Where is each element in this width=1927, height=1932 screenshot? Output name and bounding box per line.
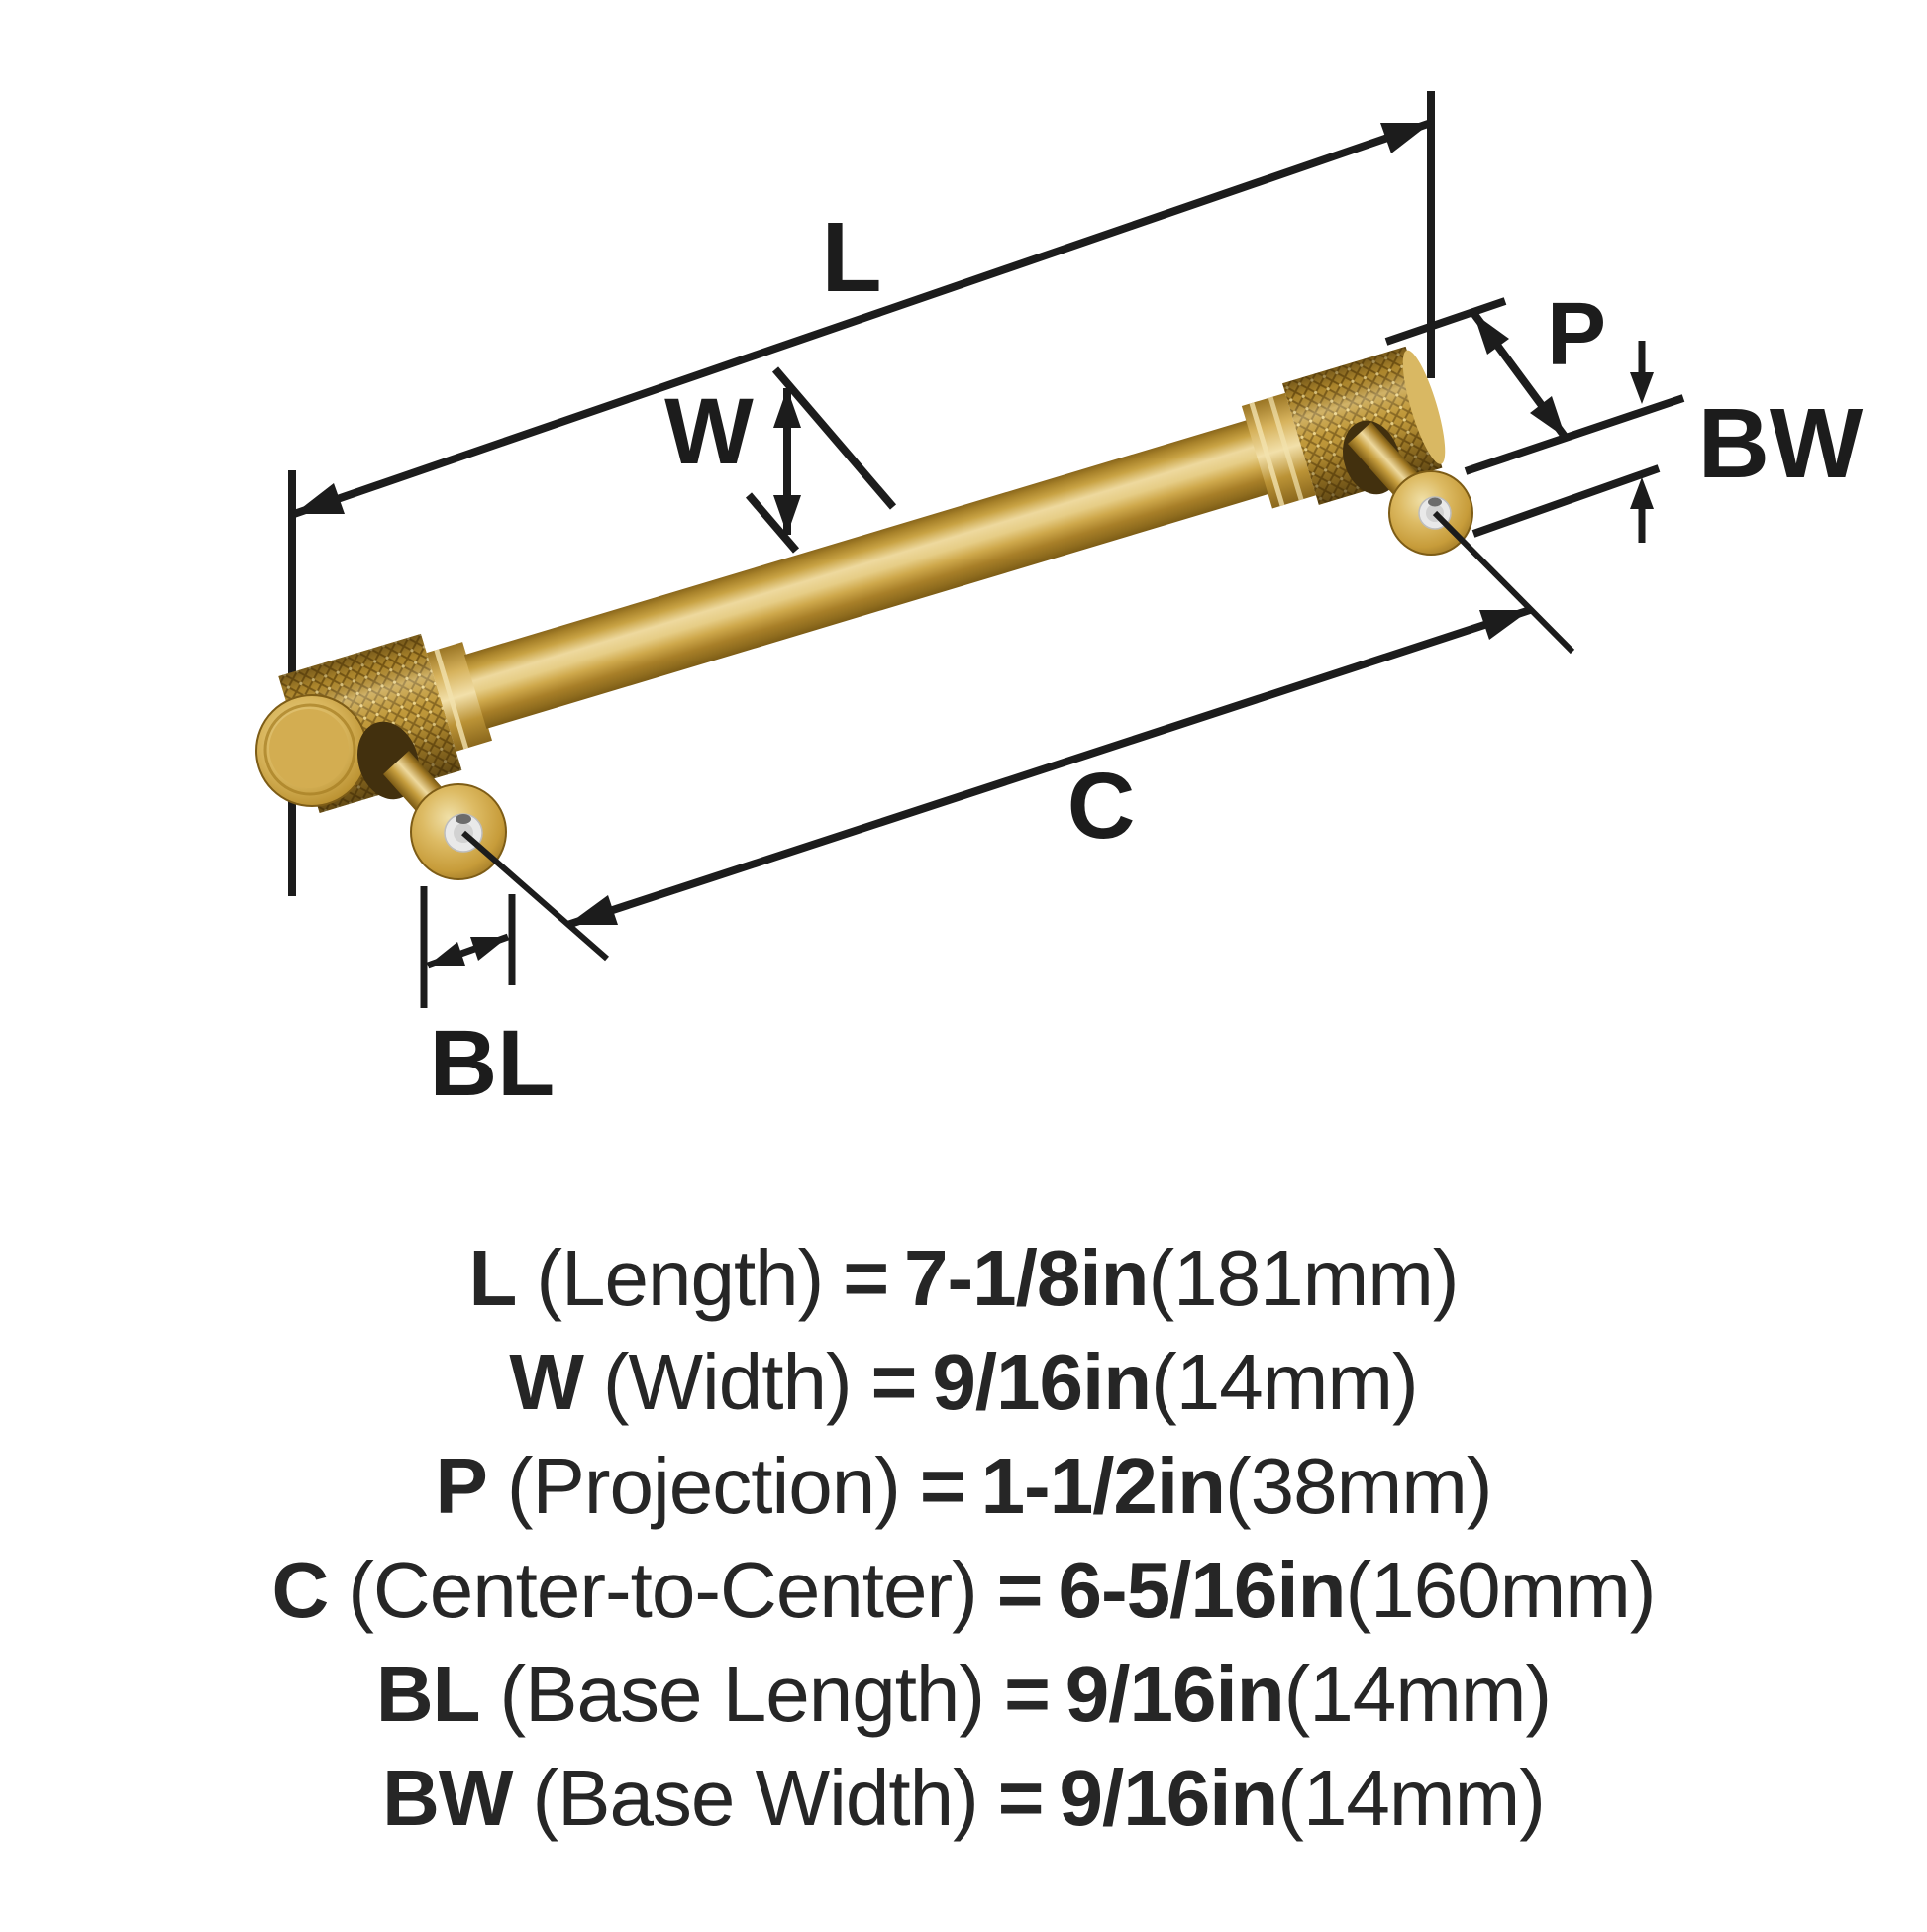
spec-value: 1-1/2in: [980, 1441, 1226, 1530]
w-tick-top: [771, 366, 897, 510]
left-face-inner: [269, 709, 349, 788]
handle-bar: [463, 419, 1270, 729]
dim-label-center: C: [1067, 754, 1136, 859]
dim-label-length: L: [821, 202, 881, 313]
bw-line-top: [1464, 394, 1685, 475]
spec-label: C: [271, 1545, 330, 1634]
arrowhead-icon: [1479, 610, 1530, 640]
spec-equals: =: [919, 1441, 966, 1530]
spec-metric: (181mm): [1148, 1233, 1459, 1322]
spec-metric: (14mm): [1277, 1753, 1546, 1842]
spec-equals: =: [996, 1545, 1044, 1634]
bw-line-bottom: [1471, 464, 1661, 538]
c-ext-left: [461, 830, 609, 962]
spec-equals: =: [1004, 1649, 1051, 1738]
handle-body: [278, 346, 1446, 813]
dim-label-base-width: BW: [1698, 388, 1864, 499]
spec-equals: =: [997, 1753, 1045, 1842]
arrowhead-icon: [1630, 372, 1654, 404]
spec-name: (Base Width): [532, 1753, 978, 1842]
w-tick-bottom: [745, 492, 800, 554]
spec-equals: =: [870, 1337, 918, 1426]
right-post-base: [1343, 420, 1473, 556]
arrowhead-icon: [567, 895, 618, 925]
arrowhead-icon: [1380, 123, 1431, 153]
right-collar-ridge: [1249, 402, 1285, 507]
spec-name: (Length): [536, 1233, 824, 1322]
arrowhead-icon: [294, 483, 345, 514]
arrowhead-icon: [1530, 396, 1566, 438]
spec-row-width: W (Width) = 9/16in (14mm): [0, 1330, 1927, 1434]
right-collar-ridge2: [1268, 396, 1304, 501]
arrowhead-icon: [773, 495, 801, 535]
arrowhead-icon: [1473, 313, 1509, 355]
spec-label: P: [435, 1441, 487, 1530]
dim-label-base-length: BL: [430, 1011, 556, 1116]
left-cap-face: [255, 694, 368, 807]
spec-metric: (38mm): [1225, 1441, 1493, 1530]
dimension-labels: L W P BW C BL: [430, 202, 1864, 1116]
spec-row-center-to-center: C (Center-to-Center) = 6-5/16in (160mm): [0, 1538, 1927, 1642]
spec-row-projection: P (Projection) = 1-1/2in (38mm): [0, 1434, 1927, 1538]
arrowhead-icon: [1630, 477, 1654, 509]
spec-value: 9/16in: [1059, 1753, 1279, 1842]
dim-line-L: [292, 119, 1433, 518]
spec-table: L (Length) = 7-1/8in (181mm) W (Width) =…: [0, 1226, 1927, 1850]
dimension-lines: [288, 91, 1685, 1008]
spec-value: 6-5/16in: [1058, 1545, 1347, 1634]
dim-label-width: W: [664, 379, 754, 484]
left-face-ring: [263, 703, 356, 796]
spec-metric: (14mm): [1283, 1649, 1553, 1738]
spec-metric: (160mm): [1345, 1545, 1656, 1634]
spec-row-base-length: BL (Base Length) = 9/16in (14mm): [0, 1642, 1927, 1746]
spec-label: BW: [382, 1753, 513, 1842]
dimension-BW: [1464, 341, 1685, 543]
dimension-P: [1384, 297, 1570, 441]
left-collar-ridge: [434, 649, 469, 750]
handle: [255, 346, 1473, 880]
c-ext-right: [1432, 510, 1575, 655]
spec-label: BL: [375, 1649, 481, 1738]
spec-name: (Center-to-Center): [348, 1545, 978, 1634]
left-screw-slot: [456, 814, 471, 824]
spec-row-base-width: BW (Base Width) = 9/16in (14mm): [0, 1746, 1927, 1850]
right-screw-slot: [1428, 497, 1442, 507]
dimension-C: [565, 606, 1532, 929]
arrowhead-icon: [470, 937, 508, 961]
center-extension-lines: [461, 510, 1575, 962]
spec-value: 9/16in: [932, 1337, 1152, 1426]
spec-name: (Projection): [506, 1441, 901, 1530]
spec-metric: (14mm): [1151, 1337, 1419, 1426]
arrowhead-icon: [773, 388, 801, 428]
spec-label: L: [468, 1233, 517, 1322]
spec-equals: =: [843, 1233, 889, 1322]
spec-label: W: [509, 1337, 584, 1426]
dim-line-C: [565, 606, 1532, 929]
spec-value: 7-1/8in: [904, 1233, 1149, 1322]
dim-label-projection: P: [1547, 285, 1606, 384]
spec-name: (Base Length): [499, 1649, 986, 1738]
arrowhead-icon: [428, 942, 465, 966]
left-post-base: [357, 721, 507, 880]
spec-value: 9/16in: [1065, 1649, 1285, 1738]
dimension-W: [745, 366, 897, 554]
spec-name: (Width): [602, 1337, 853, 1426]
dimension-BL: [420, 886, 516, 1008]
spec-row-length: L (Length) = 7-1/8in (181mm): [0, 1226, 1927, 1330]
right-cap-end: [1402, 350, 1446, 464]
p-tick: [1384, 297, 1507, 346]
